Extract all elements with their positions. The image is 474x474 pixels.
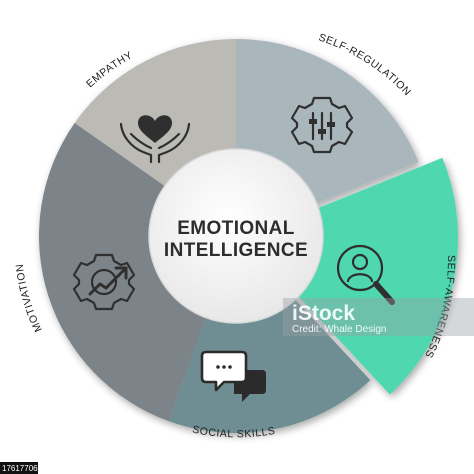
- segment-label-social-skills: SOCIAL SKILLS: [191, 424, 276, 441]
- segment-label-motivation: MOTIVATION: [14, 263, 45, 334]
- gear-growth-icon: [72, 253, 136, 311]
- image-id-text: 1761770638: [2, 464, 47, 473]
- heart-hands-icon: [119, 115, 191, 164]
- gear-sliders-icon: [290, 96, 354, 154]
- image-id-badge: 1761770638: [0, 462, 47, 474]
- center-title-line2: INTELLIGENCE: [164, 240, 308, 261]
- center-title-line1: EMOTIONAL: [177, 218, 295, 239]
- watermark-credit: Credit: Whale Design: [292, 324, 386, 335]
- center-hub: EMOTIONAL INTELLIGENCE: [148, 148, 324, 324]
- self-search-icon: [336, 244, 395, 305]
- watermark: iStock Credit: Whale Design: [283, 298, 474, 336]
- watermark-brand: iStock: [292, 302, 355, 325]
- chat-bubbles-icon: [200, 350, 266, 402]
